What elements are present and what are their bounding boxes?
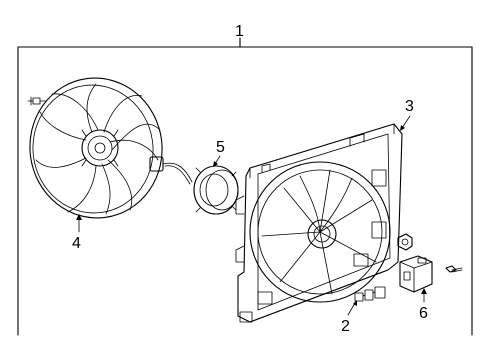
leader-lines <box>76 115 427 316</box>
callout-5: 5 <box>216 139 225 156</box>
fan-motor-icon <box>149 156 239 215</box>
callout-4: 4 <box>72 235 81 252</box>
fan-shroud-icon <box>235 123 403 323</box>
callout-3: 3 <box>405 98 414 115</box>
bolt-icon <box>27 96 47 106</box>
fan-control-module-icon <box>399 255 433 293</box>
callout-1: 1 <box>235 23 244 40</box>
callout-6: 6 <box>419 305 428 322</box>
nut-icon <box>397 233 413 251</box>
assembly-bracket <box>17 37 473 336</box>
wiring-connector-icon <box>354 286 386 302</box>
fan-blade-icon <box>29 77 163 219</box>
callout-2: 2 <box>341 318 350 335</box>
screw-icon <box>445 265 463 273</box>
